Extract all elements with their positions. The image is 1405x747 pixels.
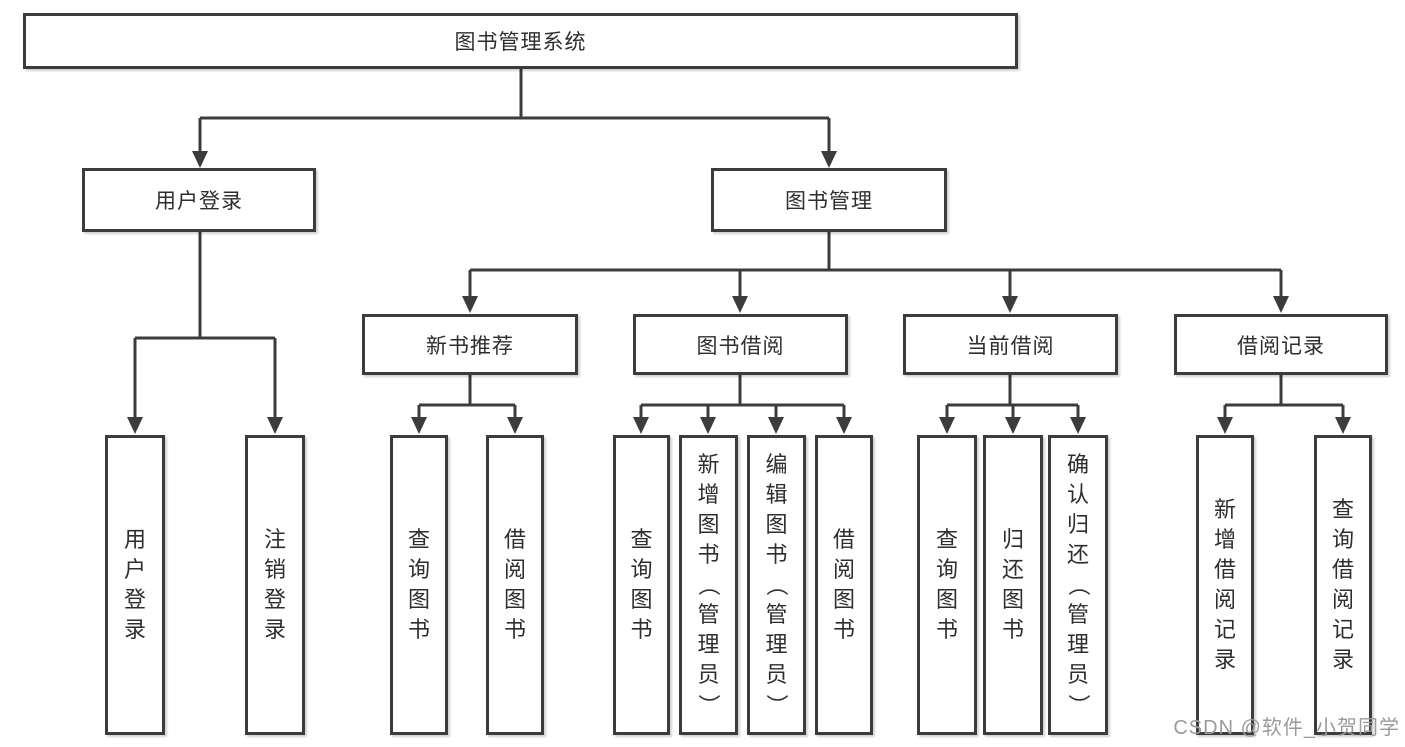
leaf-query-borrow-record: 查询借阅记录 <box>1314 435 1372 735</box>
leaf-query-books-current: 查询图书 <box>917 435 977 735</box>
leaf-borrow-books: 借阅图书 <box>815 435 873 735</box>
node-library-management-system: 图书管理系统 <box>23 13 1018 69</box>
leaf-query-books-recommend: 查询图书 <box>390 435 448 735</box>
leaf-query-books-borrow: 查询图书 <box>613 435 670 735</box>
leaf-confirm-return-admin: 确认归还（管理员） <box>1048 435 1108 735</box>
node-book-borrow: 图书借阅 <box>633 314 848 375</box>
csdn-watermark: CSDN @软件_小贺同学 <box>1173 717 1400 739</box>
leaf-edit-book-admin: 编辑图书（管理员） <box>747 435 806 735</box>
leaf-logout: 注销登录 <box>245 435 305 735</box>
node-user-login: 用户登录 <box>82 168 316 232</box>
leaf-add-borrow-record: 新增借阅记录 <box>1196 435 1254 735</box>
node-new-book-recommend: 新书推荐 <box>362 314 578 375</box>
leaf-user-login: 用户登录 <box>105 435 165 735</box>
leaf-add-book-admin: 新增图书（管理员） <box>679 435 738 735</box>
node-borrow-records: 借阅记录 <box>1174 314 1388 375</box>
leaf-return-book: 归还图书 <box>983 435 1043 735</box>
node-current-borrow: 当前借阅 <box>903 314 1118 375</box>
node-book-management: 图书管理 <box>711 168 947 232</box>
leaf-borrow-books-recommend: 借阅图书 <box>486 435 544 735</box>
